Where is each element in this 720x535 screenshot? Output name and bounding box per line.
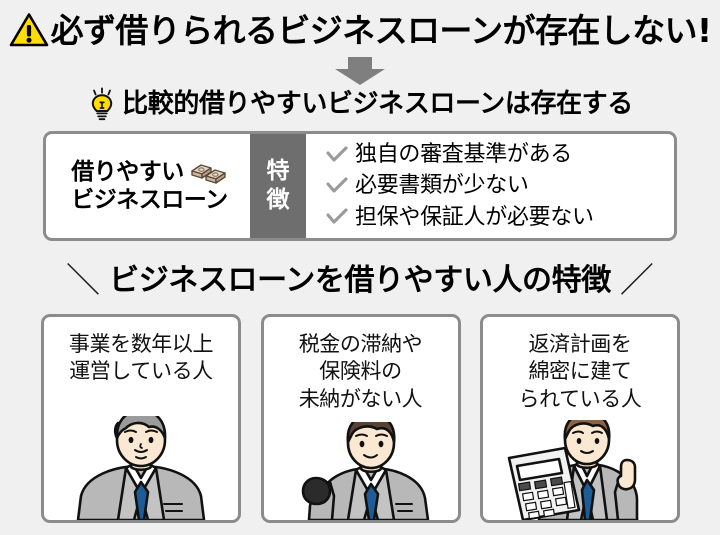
card-text-line: 税金の滞納や xyxy=(298,332,423,356)
feature-list-item: 独自の審査基準がある xyxy=(326,139,674,170)
check-icon xyxy=(326,208,348,224)
feature-band-label-2: 徴 xyxy=(266,187,290,213)
money-bundle-icon xyxy=(191,164,226,184)
slash-right-decoration: ／ xyxy=(619,261,654,301)
feature-list-item-label: 担保や保証人が必要ない xyxy=(355,204,594,230)
card-text-line: 運営している人 xyxy=(69,359,213,384)
loan-label-line1: 借りやすい xyxy=(71,158,184,185)
feature-list: 独自の審査基準がある 必要書類が少ない 担保や保証人が必要ない xyxy=(306,134,674,238)
card-text-line: 未納がない人 xyxy=(298,386,423,411)
headline-text: 必ず借りられるビジネスローンが存在しない! xyxy=(50,10,712,50)
card-text: 事業を数年以上 運営している人 xyxy=(44,331,238,386)
feature-list-item-label: 独自の審査基準がある xyxy=(355,142,573,168)
section-heading: ／ ビジネスローンを借りやすい人の特徴 ／ xyxy=(0,258,720,304)
card-item: 返済計画を 綿密に建て られている人 xyxy=(480,314,680,523)
businessman-ok-gesture-illustration xyxy=(301,422,429,520)
businessman-with-calculator-illustration xyxy=(507,420,639,520)
card-item: 事業を数年以上 運営している人 xyxy=(41,314,241,523)
feature-list-item: 必要書類が少ない xyxy=(326,170,674,201)
check-icon xyxy=(326,146,348,162)
section-heading-text: ビジネスローンを借りやすい人の特徴 xyxy=(109,263,611,298)
card-text: 税金の滞納や 保険料の 未納がない人 xyxy=(264,331,458,413)
card-text: 返済計画を 綿密に建て られている人 xyxy=(483,331,677,413)
feature-band-label-1: 特 xyxy=(266,157,290,184)
slash-left-decoration: ／ xyxy=(66,261,101,301)
check-icon xyxy=(326,177,348,193)
card-text-line: られている人 xyxy=(518,386,642,411)
subheadline: 比較的借りやすいビジネスローンは存在する xyxy=(0,85,720,123)
feature-box-left-panel: 借りやすい xyxy=(46,134,250,238)
lightbulb-icon xyxy=(91,87,113,121)
subheadline-text: 比較的借りやすいビジネスローンは存在する xyxy=(122,89,633,119)
card-text-line: 返済計画を xyxy=(528,332,632,356)
card-text-line: 綿密に建て xyxy=(528,359,632,384)
feature-list-item-label: 必要書類が少ない xyxy=(355,173,529,199)
arrow-container xyxy=(0,56,720,86)
warning-triangle-icon xyxy=(9,13,48,47)
card-text-line: 保険料の xyxy=(319,359,402,384)
senior-businessman-illustration xyxy=(76,416,206,520)
loan-label-line2: ビジネスローン xyxy=(71,187,228,213)
card-text-line: 事業を数年以上 xyxy=(68,332,214,356)
feature-list-item: 担保や保証人が必要ない xyxy=(326,202,674,233)
card-item: 税金の滞納や 保険料の 未納がない人 xyxy=(260,314,461,523)
feature-box: 借りやすい xyxy=(43,131,677,241)
feature-band: 特 徴 xyxy=(250,134,306,238)
card-row: 事業を数年以上 運営している人 xyxy=(41,314,680,524)
headline: 必ず借りられるビジネスローンが存在しない! xyxy=(0,6,720,54)
down-arrow-icon xyxy=(335,57,385,85)
